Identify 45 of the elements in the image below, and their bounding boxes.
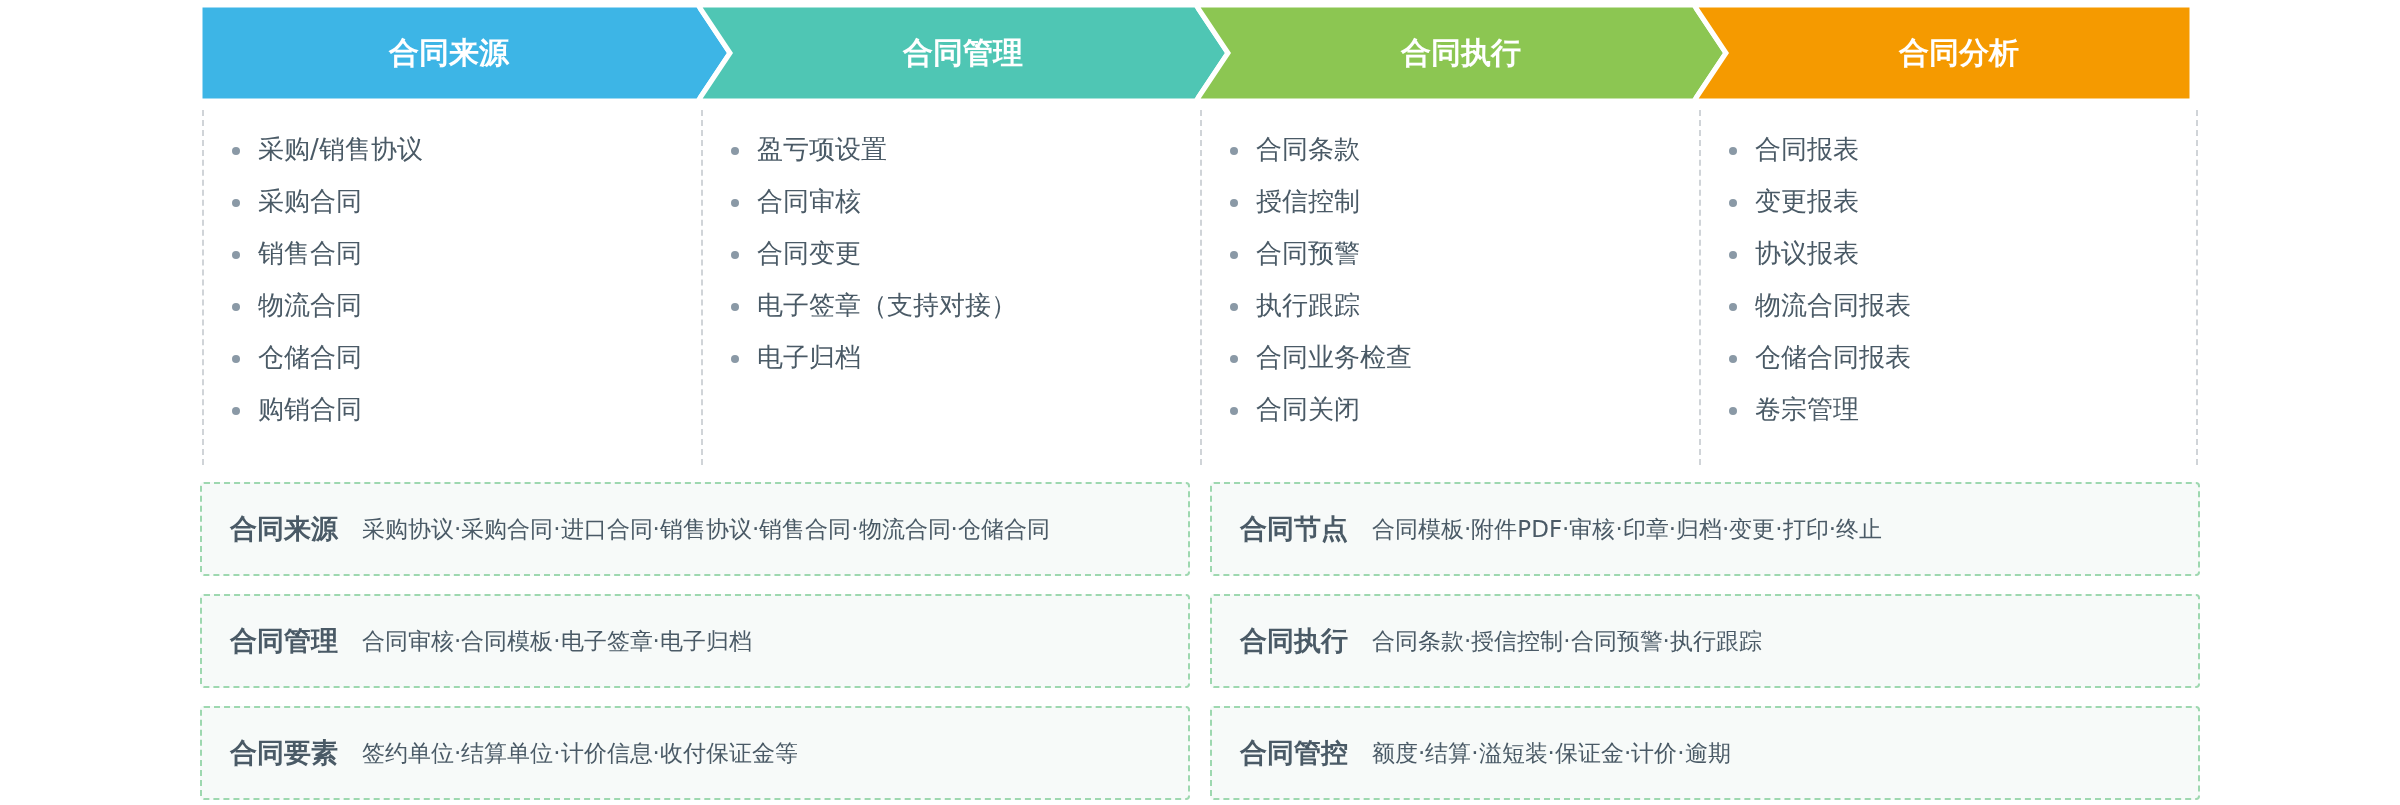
panel-heading: 合同节点 xyxy=(1240,512,1348,546)
list-item: 合同关闭 xyxy=(1256,394,1360,424)
list-item: 采购/销售协议 xyxy=(258,134,423,164)
list-item: 合同变更 xyxy=(757,238,861,268)
info-panel xyxy=(1210,594,2200,688)
list-item: 仓储合同 xyxy=(258,342,362,372)
list-item: 采购合同 xyxy=(258,186,362,216)
panel-text: 采购协议·采购合同·进口合同·销售协议·销售合同·物流合同·仓储合同 xyxy=(362,514,1050,544)
panel-text: 合同审核·合同模板·电子签章·电子归档 xyxy=(362,626,752,656)
list-item: 电子归档 xyxy=(757,342,861,372)
list-item: 电子签章（支持对接） xyxy=(757,290,1017,320)
panel-text: 合同条款·授信控制·合同预警·执行跟踪 xyxy=(1372,626,1762,656)
list-item: 卷宗管理 xyxy=(1755,394,1859,424)
panel-heading: 合同执行 xyxy=(1240,624,1348,658)
list-item: 物流合同报表 xyxy=(1755,290,1911,320)
list-item: 盈亏项设置 xyxy=(757,134,887,164)
panel-heading: 合同来源 xyxy=(230,512,338,546)
panel-text: 签约单位·结算单位·计价信息·收付保证金等 xyxy=(362,738,798,768)
info-panel xyxy=(200,706,1190,800)
stage-title: 合同分析 xyxy=(1899,33,2019,72)
panel-heading: 合同管控 xyxy=(1240,736,1348,770)
list-item: 合同预警 xyxy=(1256,238,1360,268)
panel-text: 合同模板·附件PDF·审核·印章·归档·变更·打印·终止 xyxy=(1372,514,1882,544)
info-panel xyxy=(200,482,1190,576)
list-item: 仓储合同报表 xyxy=(1755,342,1911,372)
panel-heading: 合同管理 xyxy=(230,624,338,658)
list-item: 授信控制 xyxy=(1256,186,1360,216)
stage-title: 合同来源 xyxy=(389,33,509,72)
list-item: 合同条款 xyxy=(1256,134,1360,164)
list-item: 合同业务检查 xyxy=(1256,342,1412,372)
list-item: 协议报表 xyxy=(1755,238,1859,268)
list-item: 销售合同 xyxy=(258,238,362,268)
info-panel xyxy=(1210,482,2200,576)
list-item: 执行跟踪 xyxy=(1256,290,1360,320)
info-panel xyxy=(1210,706,2200,800)
list-item: 物流合同 xyxy=(258,290,362,320)
panel-heading: 合同要素 xyxy=(230,736,338,770)
list-item: 购销合同 xyxy=(258,394,362,424)
list-item: 变更报表 xyxy=(1755,186,1859,216)
info-panel xyxy=(200,594,1190,688)
panel-text: 额度·结算·溢短装·保证金·计价·逾期 xyxy=(1372,738,1731,768)
stage-title: 合同执行 xyxy=(1401,33,1521,72)
stage-title: 合同管理 xyxy=(903,33,1023,72)
list-item: 合同审核 xyxy=(757,186,861,216)
list-item: 合同报表 xyxy=(1755,134,1859,164)
